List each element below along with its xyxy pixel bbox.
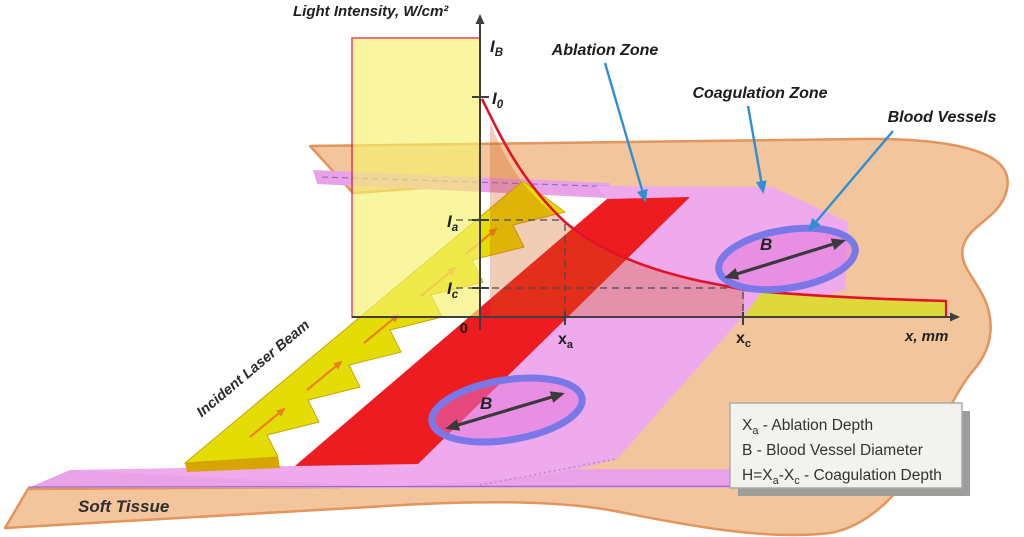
legend-line-2: B - Blood Vessel Diameter [742,442,923,459]
legend-line-1: Xa - Ablation Depth [742,417,873,437]
coagulation-zone-label: Coagulation Zone [692,85,827,102]
intensity-curve [480,98,947,303]
coagulation-tissue-dotted-boundary [479,458,617,486]
legend-line-3: H=Xa-Xc - Coagulation Depth [742,467,942,487]
vessel-2-b-label: B [480,394,492,413]
annotation-arrows [603,62,894,232]
curve-tail-fill [744,292,946,316]
origin-label: 0 [460,320,468,337]
ablation-zone-band [295,197,690,466]
xc-label: xc [736,330,751,350]
vessel-2-diameter-arrow [445,391,565,431]
strip-edge-line [27,485,846,488]
xa-label: xa [558,331,574,351]
blood-vessels-label: Blood Vessels [888,109,997,126]
incident-intensity-rect [351,37,481,318]
under-curve-tint [490,122,744,316]
x-axis-title: x, mm [904,328,948,345]
y-axis-title: Light Intensity, W/cm² [293,3,449,20]
soft-tissue-label: Soft Tissue [78,497,169,516]
legend-box [729,402,963,489]
ablation-zone-label: Ablation Zone [551,42,659,59]
coagulation-zone-arrow [746,105,767,194]
beam-underlayer [185,457,280,472]
ib-label: IB [490,37,503,59]
ia-label: Ia [447,212,459,234]
vessel-1-b-label: B [760,235,772,254]
i0-label: I0 [492,89,504,111]
ablation-zone-arrow [603,62,648,203]
legend: Xa - Ablation Depth B - Blood Vessel Dia… [729,402,970,496]
axes [352,14,960,330]
blood-vessels-arrow [808,130,894,232]
vessel-1-diameter-arrow [724,238,846,280]
blood-vessel-1 [715,224,859,294]
blood-vessel-2 [428,374,586,446]
ic-label: Ic [447,279,459,301]
